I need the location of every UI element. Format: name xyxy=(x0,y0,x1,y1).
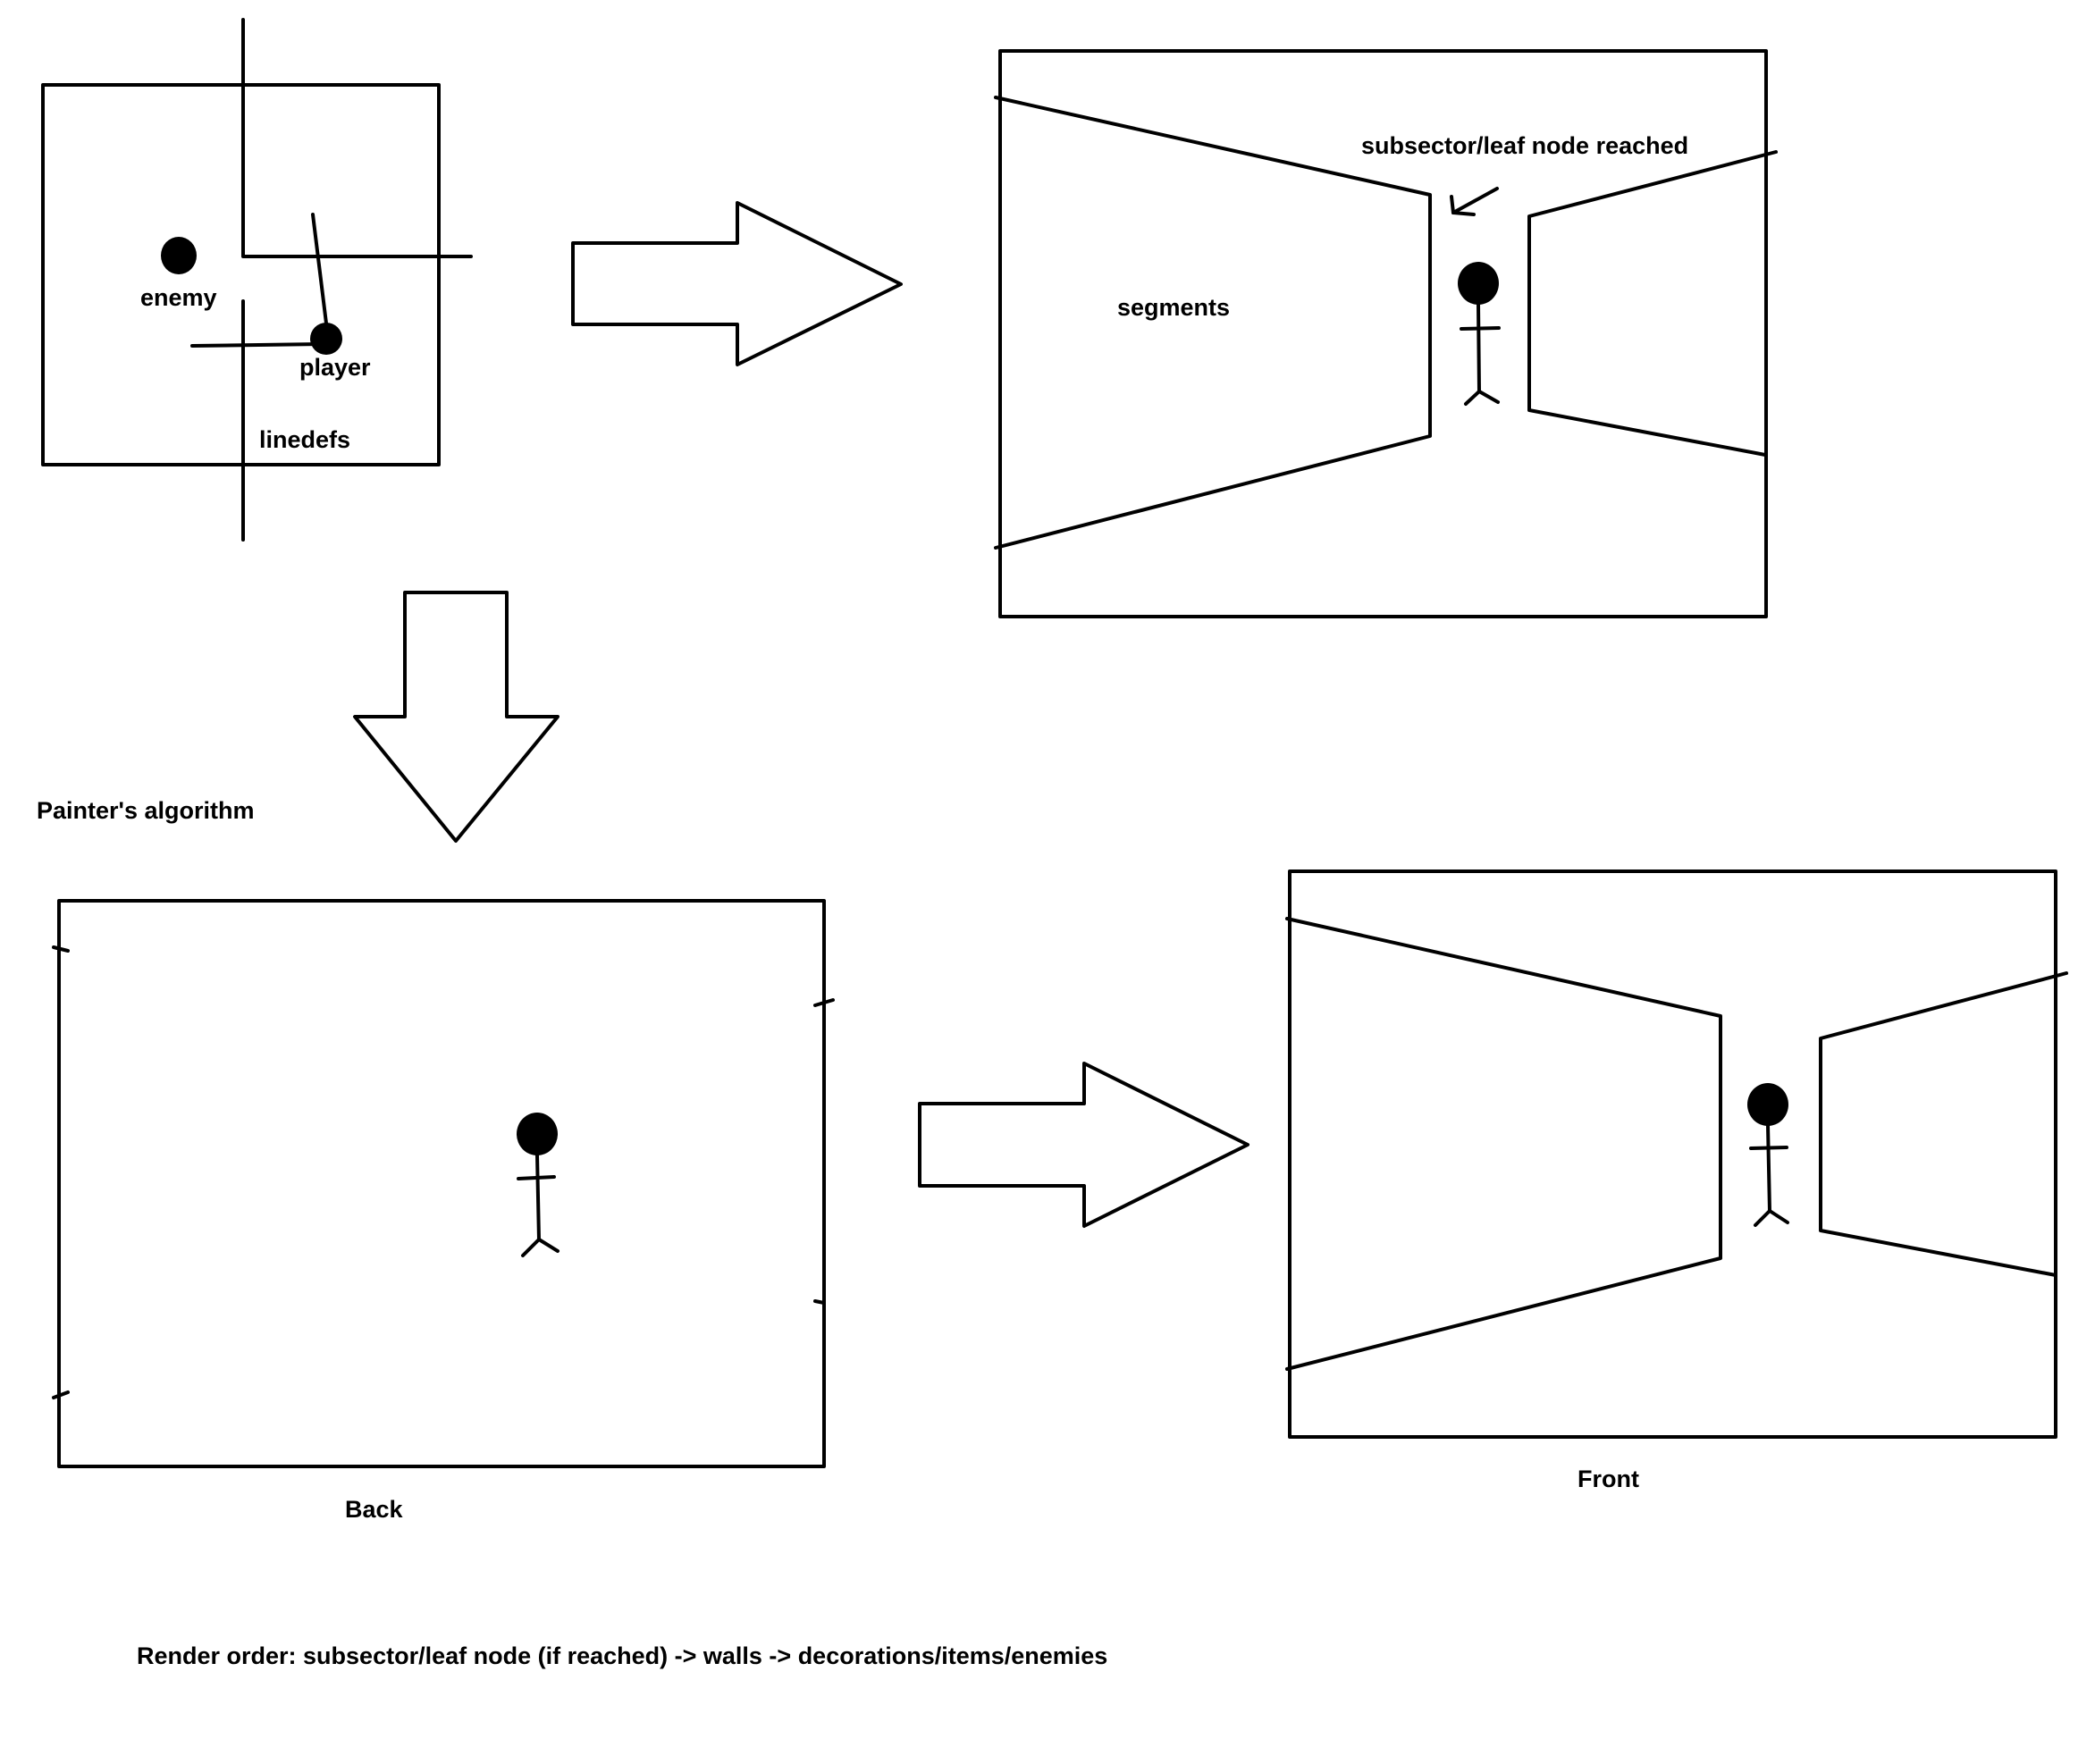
front-right-wall xyxy=(1819,971,2068,1277)
back-label: Back xyxy=(345,1496,404,1523)
back-stub-bottom-left xyxy=(52,1390,70,1399)
linedefs-label: linedefs xyxy=(259,426,350,453)
player-marker xyxy=(310,323,342,355)
back-stub-top-left xyxy=(52,945,70,953)
segments-frame xyxy=(998,49,1768,618)
segments-right-wall xyxy=(1527,150,1778,457)
map-partition-upper xyxy=(241,18,473,258)
arrow-down xyxy=(353,591,560,843)
front-panel: Front xyxy=(1285,869,2068,1492)
arrow-right-bottom xyxy=(918,1062,1249,1228)
callout-arrow-icon xyxy=(1450,187,1499,216)
render-order-caption: Render order: subsector/leaf node (if re… xyxy=(137,1642,1107,1669)
segments-panel: subsector/leaf node reached segments xyxy=(994,49,1778,618)
map-linedef-horizontal xyxy=(190,342,324,348)
front-frame xyxy=(1288,869,2057,1439)
painters-algorithm-label: Painter's algorithm xyxy=(37,797,254,824)
map-panel: enemy player linedefs xyxy=(41,18,473,542)
segments-label: segments xyxy=(1117,294,1230,321)
back-panel: Back xyxy=(52,899,835,1523)
enemy-label: enemy xyxy=(140,284,217,311)
player-label: player xyxy=(299,354,371,381)
front-left-wall xyxy=(1285,917,1722,1371)
back-stub-top-right xyxy=(813,998,835,1007)
front-label: Front xyxy=(1578,1466,1639,1492)
front-stick-figure-icon xyxy=(1747,1083,1789,1227)
arrow-right-top xyxy=(571,201,903,366)
stick-figure-icon xyxy=(1458,262,1501,406)
map-player-view-line xyxy=(311,213,330,340)
segments-left-wall xyxy=(994,96,1432,550)
enemy-marker xyxy=(161,237,197,274)
back-stub-bottom-right xyxy=(813,1299,826,1305)
back-frame xyxy=(57,899,826,1468)
subsector-reached-label: subsector/leaf node reached xyxy=(1361,132,1688,159)
map-frame xyxy=(41,83,441,466)
back-stick-figure-icon xyxy=(517,1113,560,1257)
